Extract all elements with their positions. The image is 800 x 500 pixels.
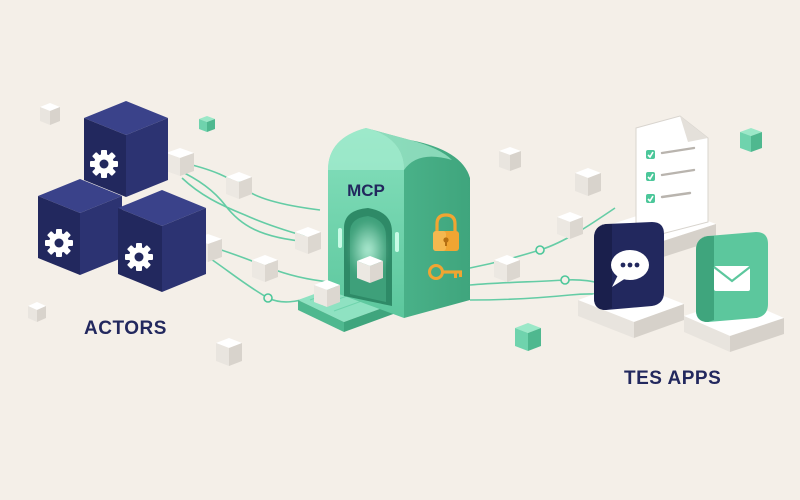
small-white-cube xyxy=(40,103,60,125)
apps-group xyxy=(578,115,784,352)
data-packets xyxy=(166,148,583,282)
apps-label: TES APPS xyxy=(624,368,722,389)
connector-line xyxy=(181,177,306,237)
padlock-icon xyxy=(433,213,459,251)
connector-node xyxy=(560,275,570,285)
mcp-gateway: MCP xyxy=(298,128,470,332)
small-white-cube xyxy=(575,168,601,196)
gear-icon xyxy=(45,229,73,257)
connector-line xyxy=(469,207,616,269)
email-app xyxy=(684,232,784,352)
connector-line xyxy=(469,279,609,286)
small-green-cube xyxy=(515,323,541,351)
data-packet-cube xyxy=(226,172,252,199)
floating-cubes xyxy=(28,103,762,366)
actor-cube xyxy=(118,190,206,292)
small-white-cube xyxy=(499,147,521,171)
actors-label: ACTORS xyxy=(84,318,167,339)
small-green-cube xyxy=(199,116,215,132)
data-packet-cube xyxy=(252,255,278,282)
small-white-cube xyxy=(28,302,46,322)
actor-cube xyxy=(84,101,168,197)
actor-cube xyxy=(38,179,122,275)
small-green-cube xyxy=(740,128,762,152)
small-white-cube xyxy=(216,338,242,366)
data-packet-cube xyxy=(357,256,383,283)
data-packet-cube xyxy=(314,280,340,307)
data-packet-cube xyxy=(494,255,520,282)
gear-icon xyxy=(90,150,118,178)
connector-node xyxy=(263,293,273,303)
key-icon xyxy=(428,264,462,280)
document-checklist-icon xyxy=(635,115,709,239)
connector-line xyxy=(177,169,311,243)
data-packet-cube xyxy=(295,227,321,254)
chat-app xyxy=(578,222,684,338)
actor-cubes xyxy=(38,101,206,292)
data-packet-cube xyxy=(557,212,583,239)
gear-icon xyxy=(125,243,153,271)
data-packet-cube xyxy=(166,148,194,176)
connector-node xyxy=(535,245,545,255)
chat-bubble-icon xyxy=(611,250,649,287)
envelope-icon xyxy=(713,266,751,291)
gateway-label: MCP xyxy=(347,181,385,200)
